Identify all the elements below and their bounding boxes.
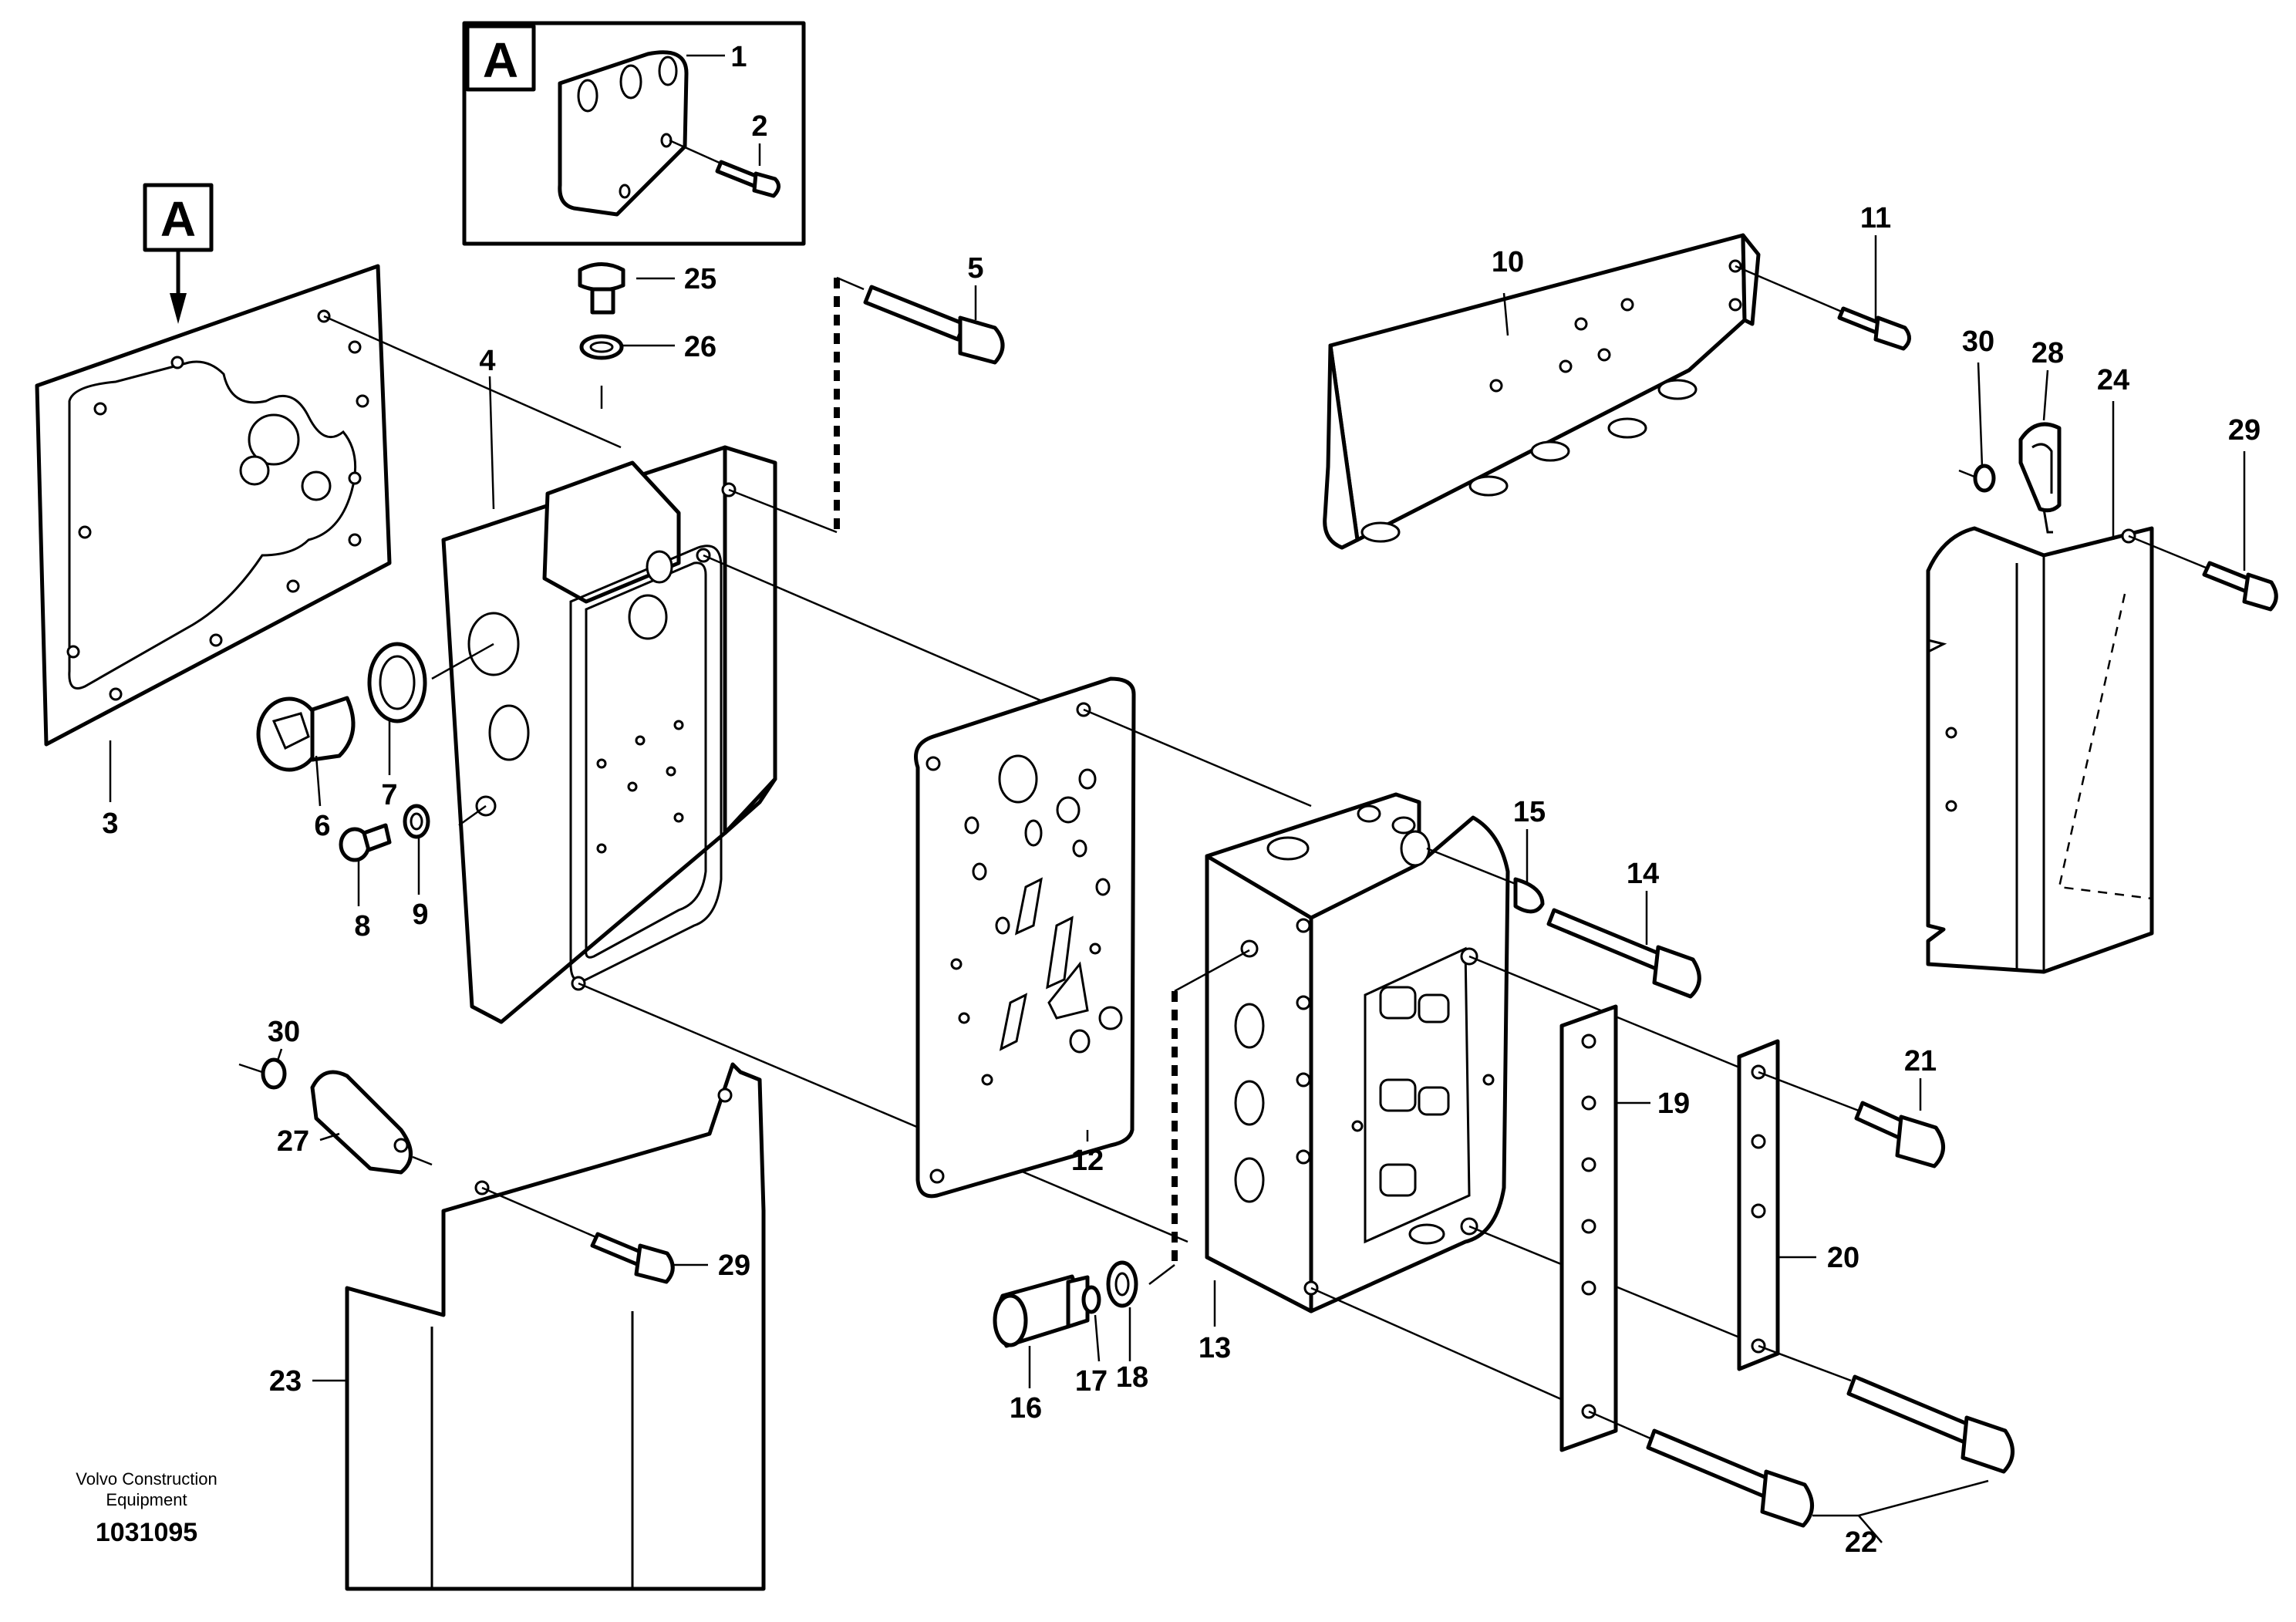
bolt-part-29-right bbox=[2202, 561, 2278, 612]
label-part-2: 2 bbox=[751, 110, 767, 143]
credit-line-1: Volvo Construction bbox=[76, 1469, 217, 1489]
label-part-7: 7 bbox=[381, 779, 397, 811]
label-part-1: 1 bbox=[730, 41, 747, 73]
plug-part-6 bbox=[256, 696, 356, 772]
detail-a-inset: A bbox=[462, 21, 806, 246]
label-part-15: 15 bbox=[1513, 796, 1546, 828]
label-part-14: 14 bbox=[1627, 858, 1659, 890]
clip-part-27 bbox=[310, 1070, 413, 1175]
plug-part-25 bbox=[578, 262, 625, 315]
detail-a-marker-inset: A bbox=[483, 32, 518, 88]
bolt-part-5 bbox=[863, 285, 1005, 365]
label-part-10: 10 bbox=[1492, 246, 1524, 278]
label-part-30-left: 30 bbox=[268, 1016, 300, 1048]
detail-a-marker: A bbox=[160, 191, 196, 247]
credit-line-2: Equipment bbox=[106, 1490, 187, 1509]
label-part-22: 22 bbox=[1845, 1526, 1877, 1559]
cover-part-24 bbox=[1926, 526, 2154, 974]
label-part-24: 24 bbox=[2097, 364, 2129, 396]
bolt-part-22-upper bbox=[1846, 1374, 2014, 1474]
clip-part-28 bbox=[2018, 422, 2062, 534]
label-part-12: 12 bbox=[1071, 1145, 1104, 1177]
label-part-28: 28 bbox=[2031, 337, 2064, 369]
screw-part-8 bbox=[339, 823, 392, 862]
label-part-23: 23 bbox=[269, 1365, 302, 1398]
bracket-part-10 bbox=[1323, 233, 1761, 550]
label-leaders bbox=[109, 54, 2246, 1543]
plate-part-20 bbox=[1737, 1039, 1780, 1371]
washer-part-30-right bbox=[1958, 464, 1996, 493]
label-part-17: 17 bbox=[1075, 1365, 1108, 1398]
screw-part-2 bbox=[715, 160, 781, 198]
valve-block-part-13 bbox=[1205, 792, 1510, 1313]
separator-plate-part-12 bbox=[914, 676, 1136, 1199]
label-part-6: 6 bbox=[314, 810, 330, 842]
label-part-3: 3 bbox=[102, 808, 118, 840]
label-part-11: 11 bbox=[1860, 202, 1891, 234]
label-part-8: 8 bbox=[354, 910, 370, 943]
label-part-20: 20 bbox=[1827, 1242, 1859, 1274]
label-part-29-left: 29 bbox=[718, 1249, 750, 1282]
sensor-part-16 bbox=[993, 1274, 1090, 1348]
label-part-25: 25 bbox=[684, 263, 716, 295]
screw-part-11 bbox=[1837, 306, 1911, 351]
cover-part-23 bbox=[345, 1062, 766, 1591]
washer-part-18 bbox=[1106, 1260, 1138, 1308]
label-part-26: 26 bbox=[684, 331, 716, 363]
gasket-part-3 bbox=[35, 264, 392, 747]
credit-block: Volvo Construction Equipment 1031095 bbox=[76, 1469, 217, 1547]
drawing-number: 1031095 bbox=[96, 1518, 197, 1547]
valve-housing-part-4 bbox=[441, 445, 777, 1024]
label-part-21: 21 bbox=[1904, 1045, 1937, 1077]
label-part-4: 4 bbox=[479, 345, 495, 377]
bolt-part-14 bbox=[1546, 908, 1701, 999]
label-part-30-right: 30 bbox=[1962, 325, 1994, 358]
o-ring-part-17 bbox=[1081, 1285, 1101, 1314]
label-part-5: 5 bbox=[967, 252, 983, 285]
bolt-part-21 bbox=[1854, 1101, 1945, 1168]
label-part-19: 19 bbox=[1657, 1088, 1690, 1120]
washer-part-30-left bbox=[238, 1057, 287, 1090]
plate-part-19 bbox=[1559, 1004, 1618, 1452]
washer-part-9 bbox=[403, 804, 430, 839]
label-part-13: 13 bbox=[1199, 1332, 1231, 1364]
label-part-9: 9 bbox=[412, 899, 428, 931]
part-number-labels: 1 2 3 4 5 6 7 8 9 10 11 12 13 14 15 16 1… bbox=[102, 41, 2261, 1559]
label-part-18: 18 bbox=[1116, 1361, 1148, 1394]
washer-part-15 bbox=[1513, 877, 1545, 914]
label-part-29-right: 29 bbox=[2228, 414, 2261, 447]
bolt-part-22-lower bbox=[1646, 1428, 1814, 1528]
washer-part-26 bbox=[579, 334, 624, 360]
washer-part-7 bbox=[367, 642, 427, 723]
label-part-16: 16 bbox=[1010, 1392, 1042, 1425]
label-part-27: 27 bbox=[277, 1125, 309, 1158]
bolt-part-29-left bbox=[590, 1232, 675, 1284]
detail-a-pointer: A bbox=[143, 183, 214, 324]
